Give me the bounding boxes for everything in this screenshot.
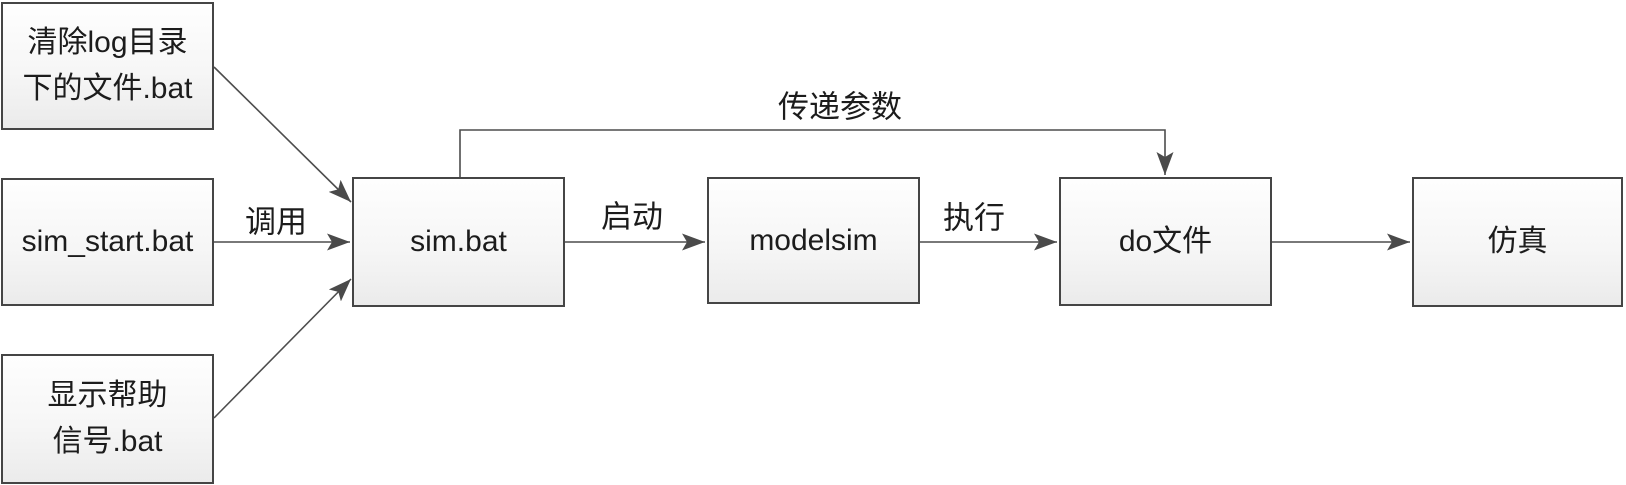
node-do-file: do文件 — [1059, 177, 1272, 306]
node-modelsim: modelsim — [707, 177, 920, 304]
edge-label-pass-params: 传递参数 — [778, 89, 902, 125]
edge-sim-bat-to-do-file-pass-params — [459, 129, 1174, 177]
node-label: sim.bat — [410, 225, 507, 258]
node-simulation: 仿真 — [1412, 177, 1623, 307]
edge-label-call: 调用 — [245, 204, 307, 240]
node-label: 仿真 — [1487, 225, 1548, 258]
node-label-line: 下的文件.bat — [22, 72, 193, 105]
node-sim-bat: sim.bat — [352, 177, 565, 307]
node-clear-log-bat: 清除log目录 下的文件.bat — [1, 2, 214, 130]
edge-label-execute: 执行 — [943, 200, 1005, 236]
node-show-help-bat: 显示帮助 信号.bat — [1, 354, 214, 484]
node-label-line: 清除log目录 — [27, 26, 188, 59]
node-sim-start-bat: sim_start.bat — [1, 178, 214, 306]
edge-show-help-to-sim-bat — [213, 278, 352, 419]
node-label-line: 信号.bat — [52, 425, 163, 458]
edge-clear-log-to-sim-bat — [213, 66, 352, 203]
edge-label-start: 启动 — [601, 199, 663, 235]
node-label: sim_start.bat — [21, 225, 194, 258]
node-label: modelsim — [749, 223, 878, 257]
node-label-line: 显示帮助 — [47, 379, 168, 412]
node-label: do文件 — [1118, 224, 1213, 258]
